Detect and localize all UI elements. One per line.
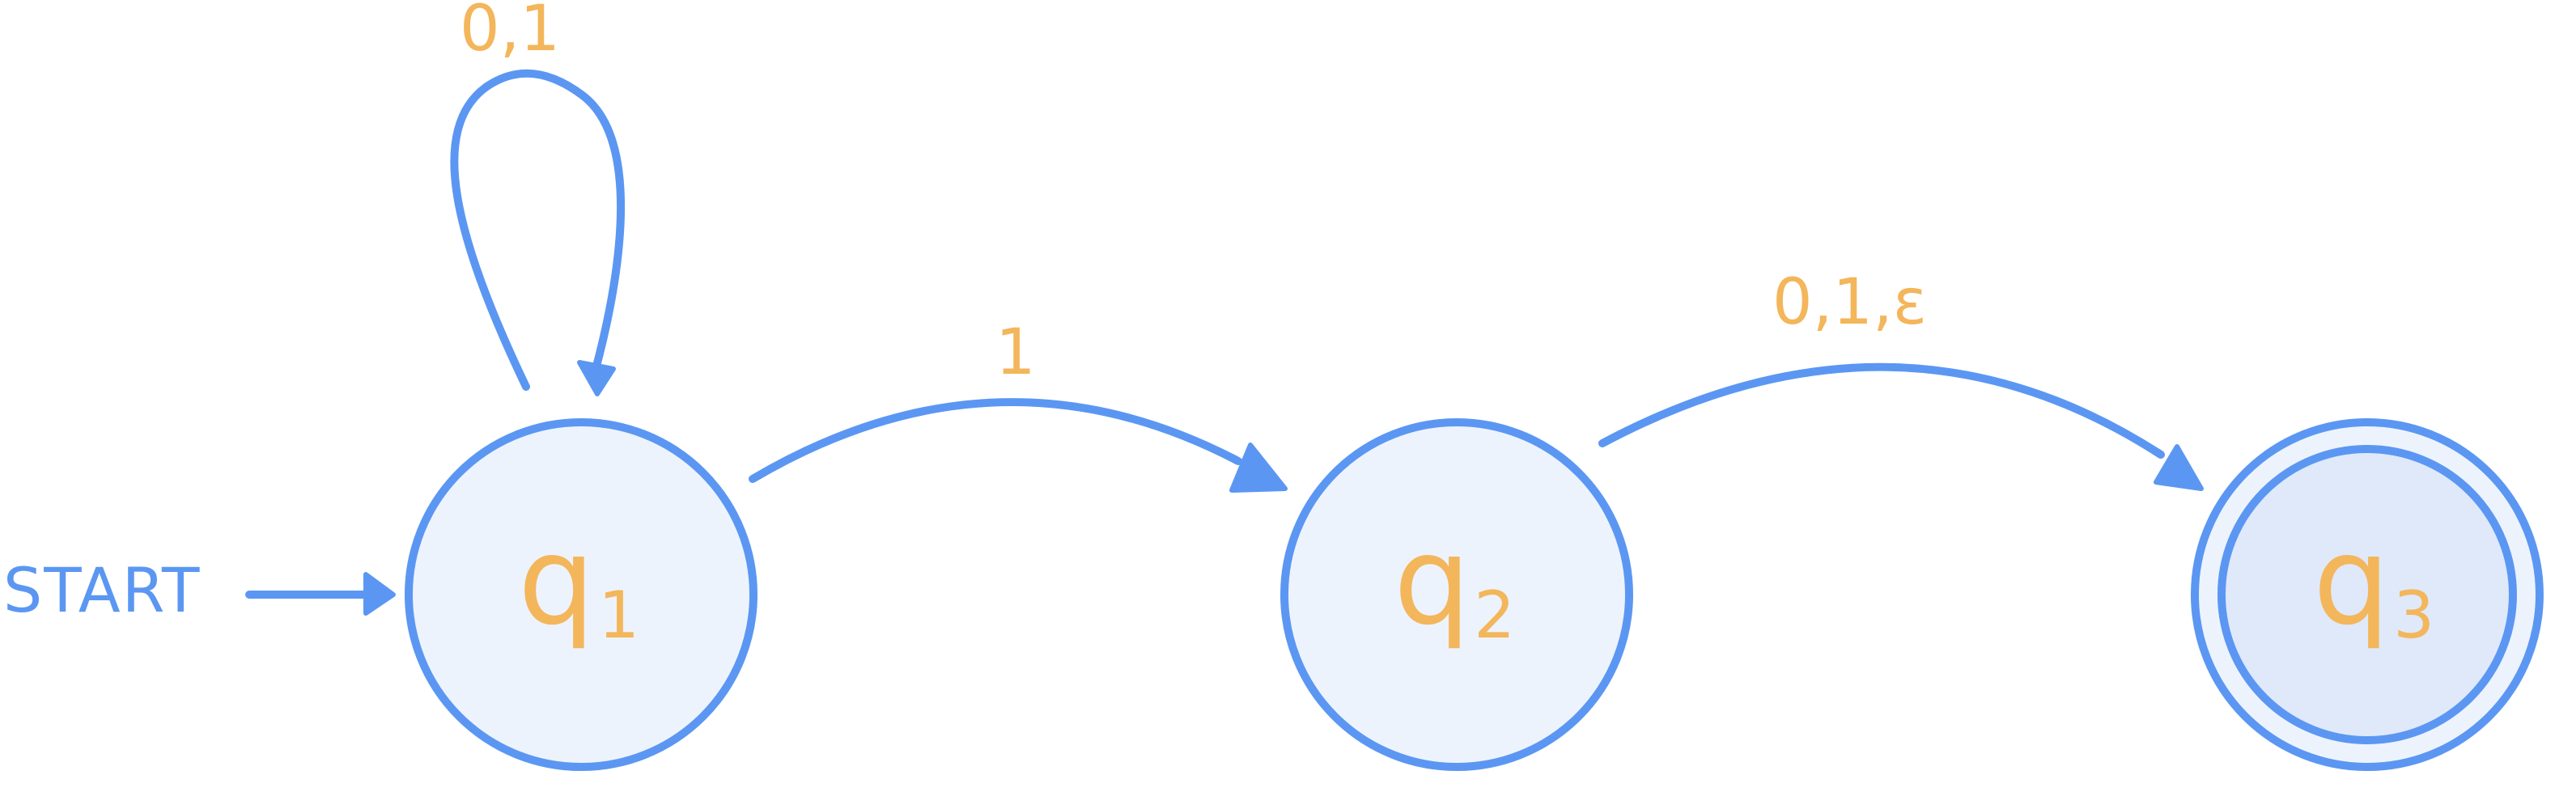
state-q3-subscript: 3 (2393, 578, 2434, 653)
state-q3-accepting[interactable]: q3 (2191, 418, 2544, 771)
state-q1[interactable]: q1 (405, 418, 758, 771)
q2-to-q3-arrow (1598, 362, 2165, 459)
state-q1-circle (405, 418, 758, 771)
state-q2[interactable]: q2 (1280, 418, 1633, 771)
q1-self-loop-arrow (450, 69, 626, 391)
state-q1-label: q1 (518, 511, 639, 653)
state-q2-label: q2 (1394, 511, 1515, 653)
state-q2-circle (1280, 418, 1633, 771)
start-arrowhead (363, 572, 396, 616)
q1-to-q2-arrow (749, 398, 1242, 483)
q2-to-q3-label: 0,1,ε (1772, 266, 1927, 339)
state-q2-subscript: 2 (1474, 578, 1515, 653)
state-q2-name: q (1394, 511, 1470, 652)
state-q1-subscript: 1 (598, 578, 639, 653)
state-q3-inner-circle (2217, 445, 2517, 744)
q2-to-q3-arrowhead (2154, 444, 2204, 491)
state-q3-name: q (2313, 511, 2390, 652)
q1-self-loop-arrowhead (577, 360, 616, 396)
q1-self-loop-label: 0,1 (460, 0, 560, 66)
start-label: START (3, 554, 201, 626)
q1-to-q2-label: 1 (995, 316, 1036, 389)
state-q1-name: q (518, 511, 595, 652)
state-q3-label: q3 (2313, 511, 2434, 653)
q1-to-q2-arrowhead (1229, 443, 1288, 493)
